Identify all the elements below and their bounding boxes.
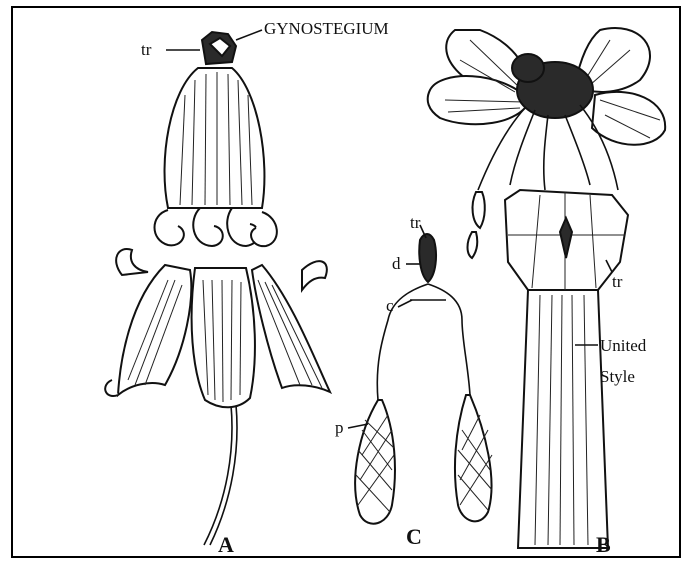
petal-left-lobe bbox=[116, 249, 148, 275]
petal-right bbox=[252, 265, 330, 392]
label-style: Style bbox=[600, 367, 635, 386]
label-tr-b: tr bbox=[612, 272, 623, 291]
united-style-stalk bbox=[518, 290, 608, 548]
pollinium-right bbox=[455, 395, 492, 521]
bee-head bbox=[512, 54, 544, 82]
label-p: p bbox=[335, 418, 344, 437]
label-fig-c: C bbox=[406, 524, 422, 549]
label-d: d bbox=[392, 254, 401, 273]
label-united: United bbox=[600, 336, 647, 355]
attached-pollinium bbox=[473, 192, 485, 228]
flower-stalk-edge bbox=[204, 405, 232, 545]
petal-left-tip bbox=[105, 380, 118, 396]
label-fig-b: B bbox=[596, 532, 611, 557]
label-fig-a: A bbox=[218, 532, 234, 557]
attached-pollinium-lower bbox=[468, 232, 478, 258]
figure-a-flower bbox=[105, 32, 330, 545]
label-c: c bbox=[386, 296, 394, 315]
corpusculum bbox=[419, 234, 436, 282]
label-tr-c: tr bbox=[410, 213, 421, 232]
petal-left bbox=[118, 265, 191, 395]
leader-c bbox=[398, 300, 412, 307]
petal-right-lobe bbox=[302, 261, 327, 290]
translator-arm-left bbox=[377, 284, 428, 400]
label-gynostegium: GYNOSTEGIUM bbox=[264, 19, 389, 38]
figure-c-pollinarium bbox=[355, 234, 492, 524]
leader-gynostegium bbox=[236, 30, 262, 40]
label-tr-a: tr bbox=[141, 40, 152, 59]
corona-curls bbox=[155, 208, 277, 246]
